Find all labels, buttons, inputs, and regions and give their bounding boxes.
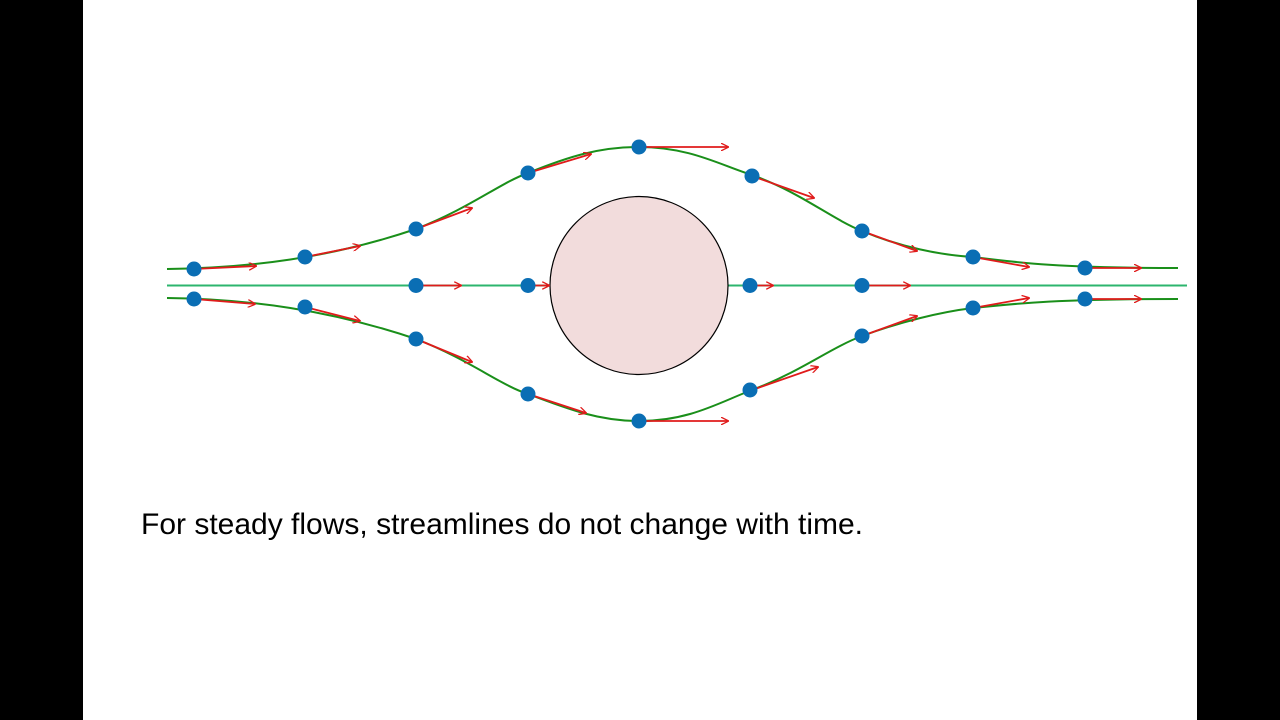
velocity-arrow (527, 393, 586, 413)
velocity-arrow (972, 256, 1029, 267)
velocity-arrow (193, 298, 255, 304)
fluid-particle (965, 300, 981, 316)
fluid-particle (742, 278, 758, 293)
fluid-particle (297, 299, 313, 315)
fluid-particle (408, 331, 424, 347)
fluid-particle (186, 261, 202, 277)
fluid-particle (631, 413, 647, 429)
velocity-arrow (304, 306, 360, 321)
velocity-arrow (861, 230, 917, 251)
fluid-particle (408, 278, 424, 293)
fluid-particle (744, 168, 760, 184)
fluid-particle (631, 139, 647, 155)
velocity-arrows-lower (193, 298, 1141, 421)
velocity-arrow (304, 246, 360, 258)
obstacle-cylinder (549, 195, 729, 376)
fluid-particle (854, 328, 870, 344)
velocity-arrow (193, 266, 256, 269)
fluid-particle (520, 386, 536, 402)
velocity-arrow (861, 316, 917, 337)
velocity-arrow (751, 175, 814, 198)
velocity-arrows-upper (193, 147, 1141, 269)
particles-lower (186, 291, 1093, 429)
fluid-particle (186, 291, 202, 307)
fluid-particle (408, 221, 424, 237)
fluid-particle (520, 165, 536, 181)
velocity-arrow (415, 208, 472, 230)
fluid-particle (1077, 260, 1093, 276)
fluid-particle (742, 382, 758, 398)
velocity-arrow (751, 367, 818, 391)
fluid-particle (965, 249, 981, 265)
velocity-arrow (415, 338, 472, 362)
fluid-particle (1077, 291, 1093, 307)
fluid-particle (854, 278, 870, 293)
particles-upper (186, 139, 1093, 277)
fluid-particle (854, 223, 870, 239)
velocity-arrow (527, 154, 591, 174)
fluid-particle (297, 249, 313, 265)
velocity-arrow (972, 298, 1029, 309)
fluid-particle (520, 278, 536, 293)
particles-center (408, 278, 870, 293)
caption-text: For steady flows, streamlines do not cha… (141, 508, 863, 541)
